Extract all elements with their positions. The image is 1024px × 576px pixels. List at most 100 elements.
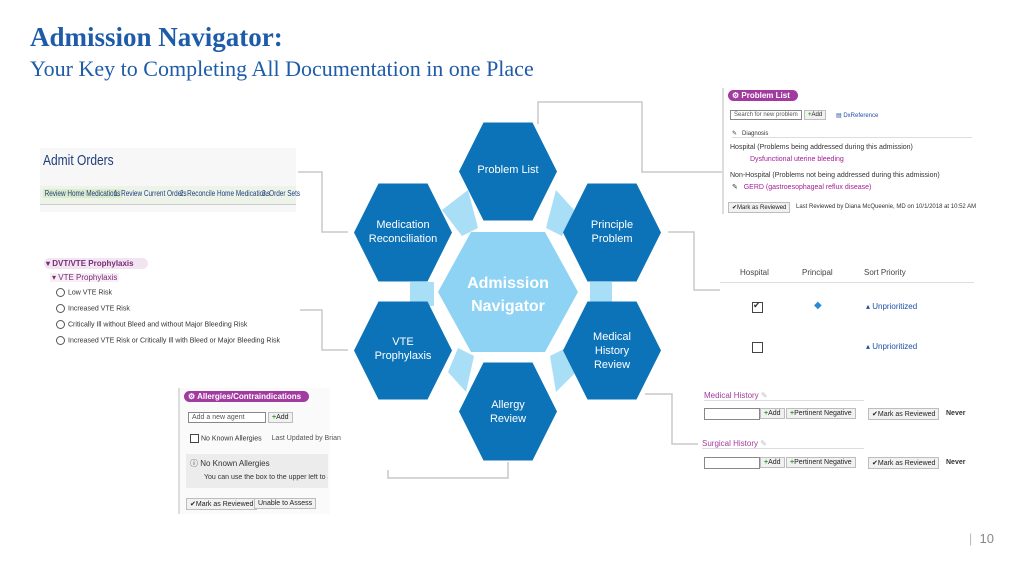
dvt-vte-panel: ▾ DVT/VTE Prophylaxis ▾ VTE Prophylaxis … xyxy=(40,256,300,356)
nka-checkbox-row[interactable]: No Known Allergies Last Updated by Brian xyxy=(190,434,341,443)
mark-reviewed-label: Mark as Reviewed xyxy=(877,460,936,467)
dvt-header-label: DVT/VTE Prophylaxis xyxy=(52,259,134,268)
page-number-value: 10 xyxy=(979,531,994,546)
add-agent-input[interactable]: Add a new agent xyxy=(188,412,266,423)
plus-icon: + xyxy=(764,410,769,417)
search-problem-input[interactable]: Search for new problem xyxy=(730,110,802,120)
add-label: Add xyxy=(276,414,289,421)
checkmark-icon: ✔ xyxy=(753,300,761,310)
sort-priority-link[interactable]: ▴ Unprioritized xyxy=(866,302,917,311)
hospital-group: Hospital (Problems being addressed durin… xyxy=(730,144,913,151)
priority-header-row: Hospital Principal Sort Priority xyxy=(720,266,974,283)
line-problem-list xyxy=(537,101,722,173)
radio-button[interactable] xyxy=(56,288,65,297)
vte-option-2[interactable]: Increased VTE Risk xyxy=(56,304,130,313)
tab-order-sets[interactable]: 3. Order Sets xyxy=(262,189,301,198)
nka-info-title: No Known Allergies xyxy=(200,459,270,468)
edit-icon: ✎ xyxy=(760,391,768,400)
pertinent-negative-label: Pertinent Negative xyxy=(794,459,852,466)
medical-mark-reviewed-button[interactable]: ✔Mark as Reviewed xyxy=(868,408,940,420)
admit-orders-panel: Admit Orders Review Home Medications 1. … xyxy=(40,148,300,212)
sort-priority-column-header[interactable]: Sort Priority xyxy=(864,268,906,277)
surgical-pertinent-negative-button[interactable]: +Pertinent Negative xyxy=(786,457,856,468)
hex-connectors xyxy=(410,190,612,392)
hospital-problem[interactable]: Dysfunctional uterine bleeding xyxy=(750,156,844,163)
check-icon: ✔ xyxy=(732,205,738,211)
priority-panel: Hospital Principal Sort Priority ✔ ◆ ▴ U… xyxy=(720,262,974,362)
connector-right xyxy=(590,282,612,306)
hex-medical-history[interactable] xyxy=(563,301,661,400)
page-divider: | xyxy=(968,531,973,546)
nka-info-box: ⓘ No Known Allergies You can use the box… xyxy=(186,454,328,488)
mark-reviewed-button[interactable]: ✔Mark as Reviewed xyxy=(728,202,791,213)
admit-orders-title: Admit Orders xyxy=(43,152,114,169)
medical-history-title: Medical History ✎ xyxy=(704,391,864,401)
medical-pertinent-negative-button[interactable]: +Pertinent Negative xyxy=(786,408,856,419)
tab-review-home-meds[interactable]: Review Home Medications xyxy=(43,189,122,198)
hex-vte[interactable] xyxy=(354,301,452,400)
hex-med-rec[interactable] xyxy=(354,183,452,282)
unable-to-assess-button[interactable]: Unable to Assess xyxy=(254,498,317,509)
plus-icon: + xyxy=(790,410,795,417)
plus-icon: + xyxy=(764,459,769,466)
plus-icon: + xyxy=(808,112,812,118)
diagnosis-label: Diagnosis xyxy=(742,131,769,137)
vte-option-1[interactable]: Low VTE Risk xyxy=(56,288,112,297)
hex-principle-problem[interactable] xyxy=(563,183,661,282)
hex-center[interactable] xyxy=(438,232,578,352)
nonhospital-group: Non-Hospital (Problems not being address… xyxy=(730,172,940,179)
tab-reconcile-home-meds[interactable]: 2. Reconcile Home Medications xyxy=(180,189,270,198)
add-agent-button[interactable]: +Add xyxy=(268,412,293,423)
nonhospital-problem-label: GERD (gastroesophageal reflux disease) xyxy=(743,184,872,191)
vte-option-4[interactable]: Increased VTE Risk or Critically Ill wit… xyxy=(56,336,280,345)
surgical-history-input[interactable] xyxy=(704,457,760,469)
allergies-header-label: Allergies/Contraindications xyxy=(197,392,302,401)
add-problem-button[interactable]: +Add xyxy=(804,110,827,120)
problem-list-panel: ⚙ Problem List Search for new problem +A… xyxy=(722,88,978,214)
surgical-mark-reviewed-button[interactable]: ✔Mark as Reviewed xyxy=(868,457,940,469)
vte-option-3[interactable]: Critically Ill without Bleed and without… xyxy=(56,320,247,329)
problem-list-header-label: Problem List xyxy=(741,91,790,100)
surgical-history-title: Surgical History ✎ xyxy=(702,439,864,449)
allergy-icon: ⚙ xyxy=(188,392,196,401)
radio-button[interactable] xyxy=(56,336,65,345)
help-icon: ⓘ xyxy=(190,459,198,468)
radio-button[interactable] xyxy=(56,304,65,313)
dvt-header[interactable]: ▾ DVT/VTE Prophylaxis xyxy=(44,258,148,269)
medical-never-text: Never xyxy=(946,410,966,417)
radio-button[interactable] xyxy=(56,320,65,329)
pertinent-negative-label: Pertinent Negative xyxy=(794,410,852,417)
last-reviewed-text: Last Reviewed by Diana McQueenie, MD on … xyxy=(796,204,977,210)
nonhospital-problem[interactable]: ✎ GERD (gastroesophageal reflux disease) xyxy=(732,183,871,191)
last-updated-text: Last Updated by Brian xyxy=(271,435,341,443)
tab-review-current-orders[interactable]: 1. Review Current Orders xyxy=(114,189,187,198)
checkbox-checked[interactable] xyxy=(190,434,199,443)
page-subtitle: Your Key to Completing All Documentation… xyxy=(30,56,534,81)
hex-problem-list[interactable] xyxy=(459,122,557,221)
surgical-add-button[interactable]: +Add xyxy=(760,457,785,468)
medical-add-button[interactable]: +Add xyxy=(760,408,785,419)
medical-history-input[interactable] xyxy=(704,408,760,420)
plus-icon: + xyxy=(790,459,795,466)
hospital-checkbox[interactable] xyxy=(752,342,763,353)
dx-reference-link[interactable]: ▤ DxReference xyxy=(836,112,878,119)
check-icon: ✔ xyxy=(872,460,878,467)
vte-subheader[interactable]: ▾ VTE Prophylaxis xyxy=(50,273,120,282)
mark-reviewed-button[interactable]: ✔Mark as Reviewed xyxy=(186,498,258,510)
chevron-down-icon: ▾ xyxy=(52,273,57,282)
sort-priority-link[interactable]: ▴ Unprioritized xyxy=(866,342,917,351)
admit-orders-tabs: Review Home Medications 1. Review Curren… xyxy=(40,186,300,205)
hospital-checkbox-checked[interactable]: ✔ xyxy=(752,300,763,313)
edit-icon: ✎ xyxy=(760,439,767,448)
principal-diamond-icon[interactable]: ◆ xyxy=(814,300,822,311)
hex-allergy-review[interactable] xyxy=(459,362,557,461)
page-title: Admission Navigator: xyxy=(30,22,283,52)
chevron-down-icon: ▾ xyxy=(46,259,51,268)
mark-reviewed-label: Mark as Reviewed xyxy=(195,501,254,508)
option-label: Increased VTE Risk or Critically Ill wit… xyxy=(68,337,281,345)
